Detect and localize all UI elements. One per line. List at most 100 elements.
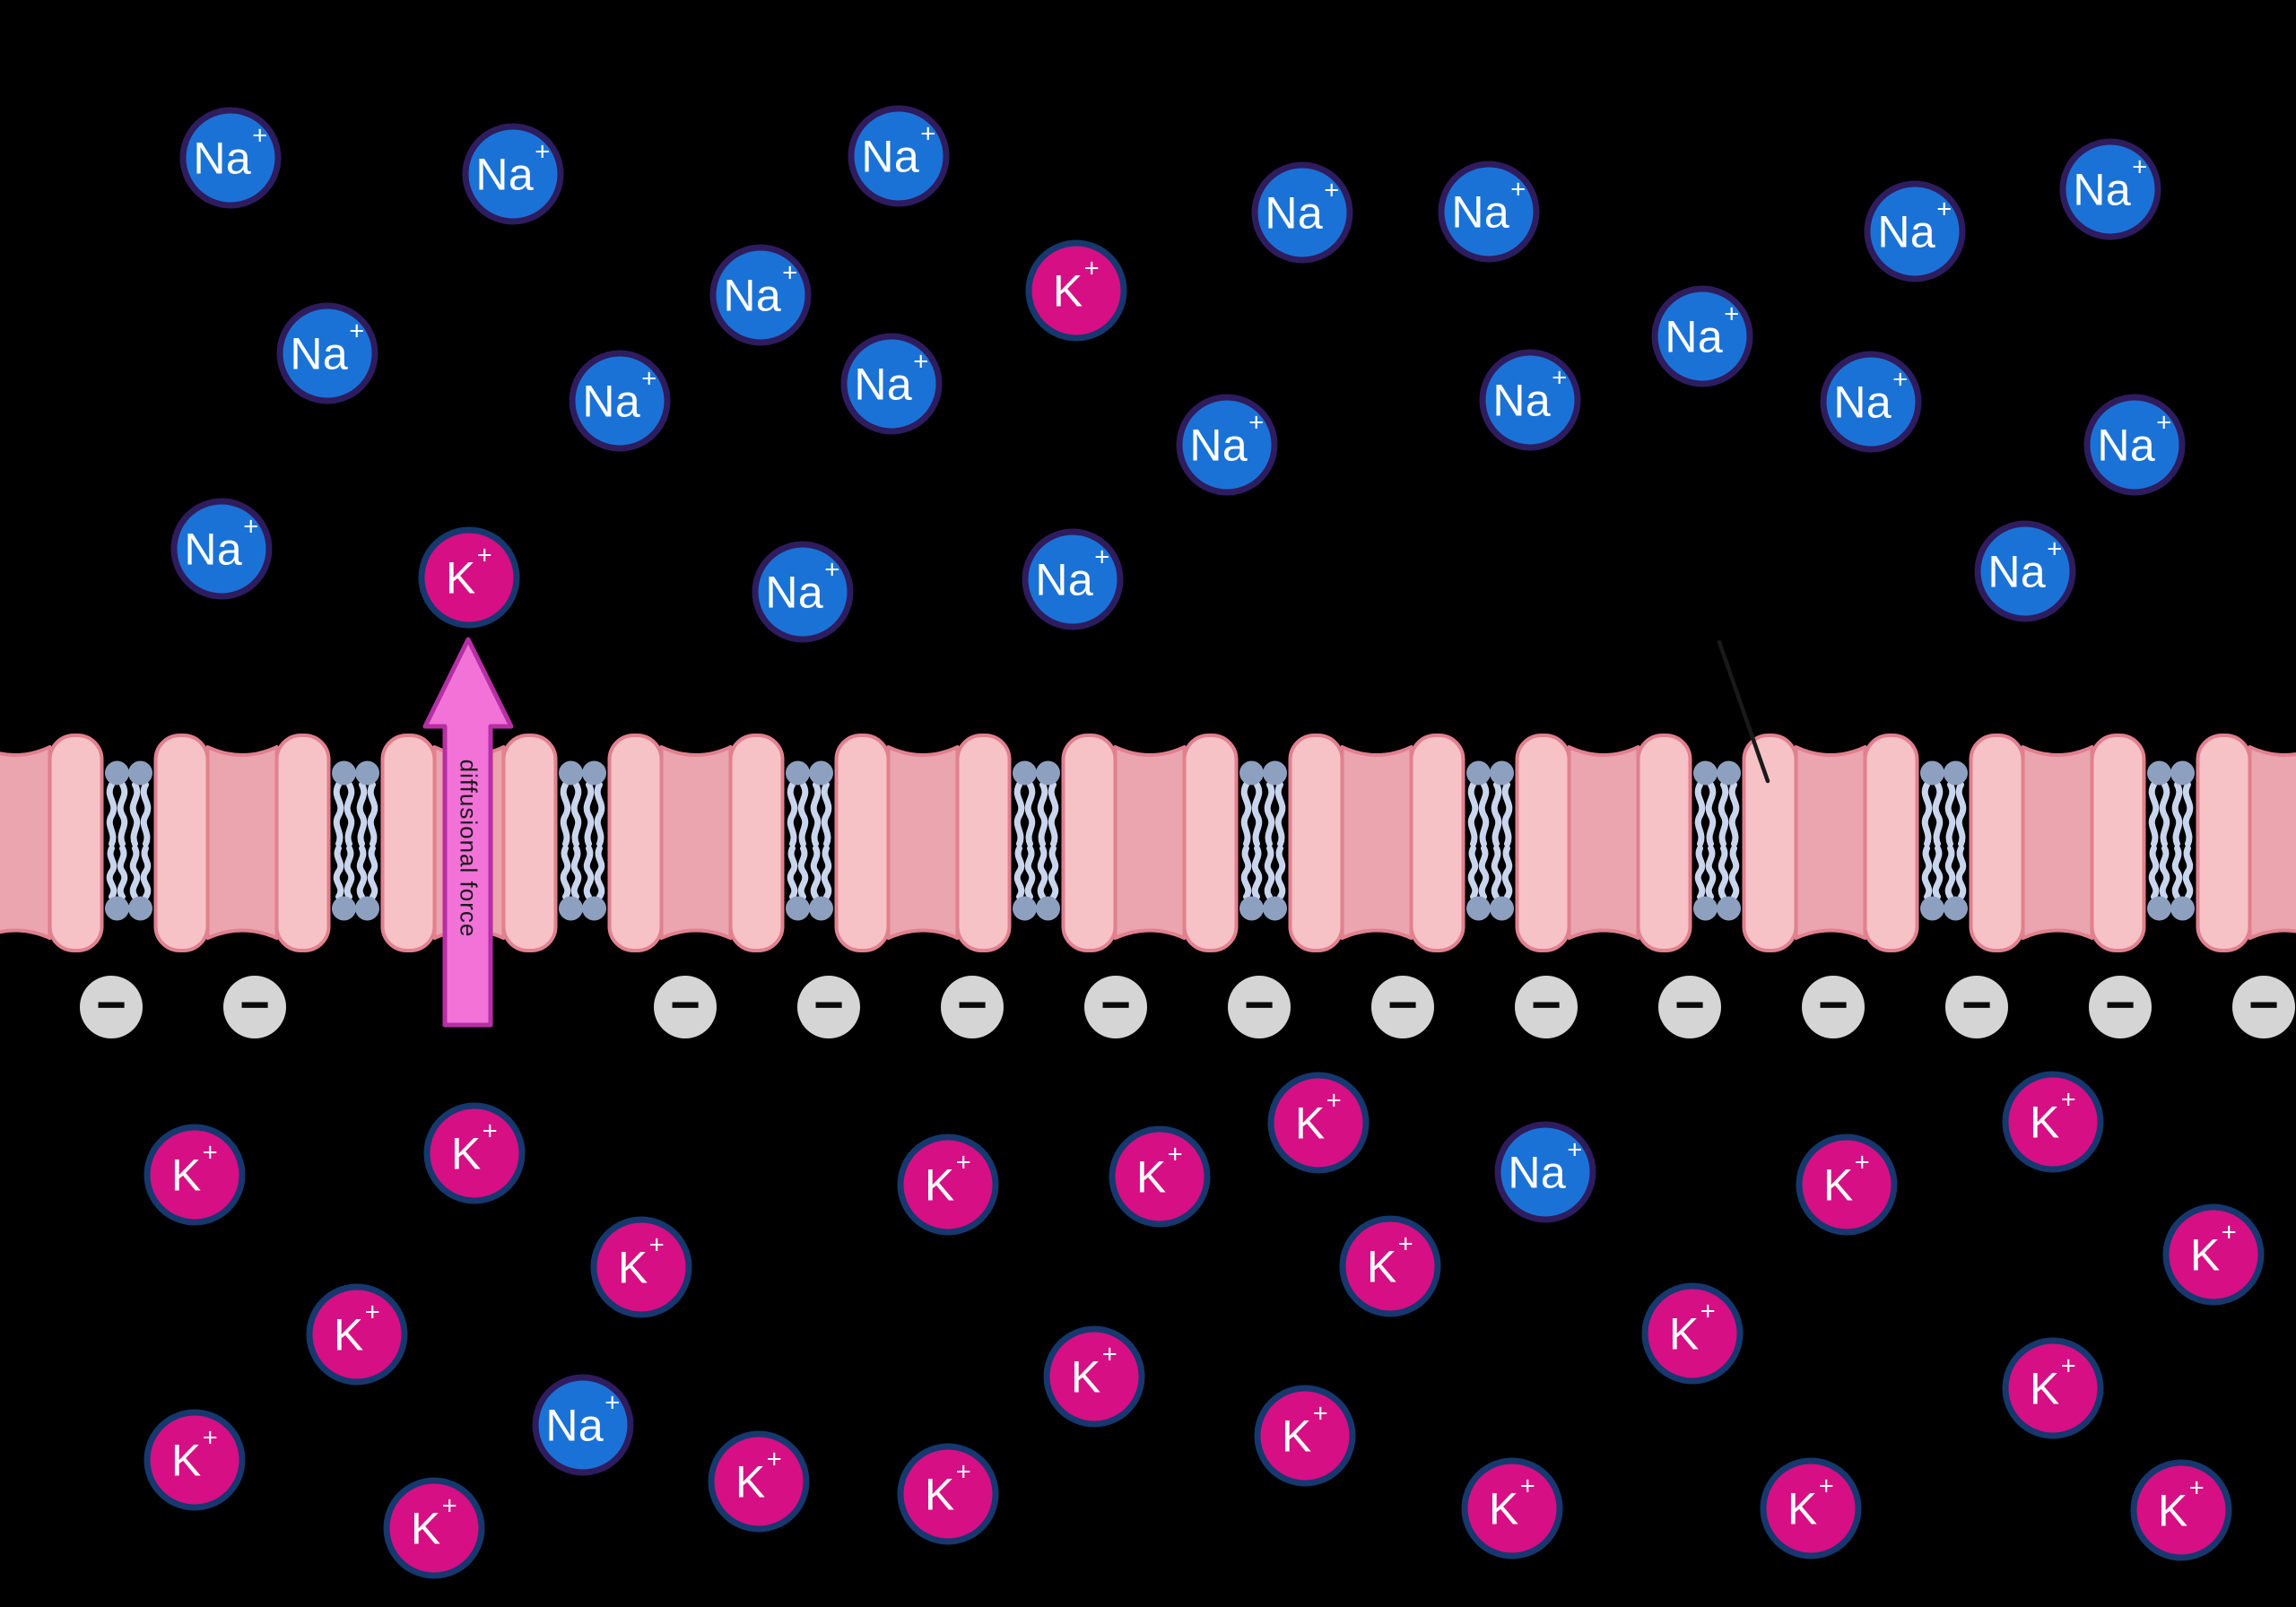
k-ion: K+	[1796, 1134, 1898, 1236]
lipid-tail	[594, 845, 605, 900]
lipid-tail	[810, 845, 822, 900]
phospholipid-head	[559, 896, 583, 921]
phospholipid-head	[1693, 896, 1718, 921]
lipid-tail	[1955, 781, 1967, 847]
channel-pore	[0, 745, 52, 940]
lipid-tail	[1705, 845, 1717, 900]
negative-charge: −	[1802, 976, 1865, 1038]
lipid-tail	[1264, 781, 1275, 847]
minus-symbol: −	[1244, 976, 1274, 1034]
lipid-tail	[106, 781, 117, 847]
k-ion: K+	[897, 1134, 999, 1236]
channel-lobe	[1742, 734, 1798, 952]
lipid-tail	[2159, 781, 2170, 847]
ion-label: Na+	[2097, 408, 2172, 470]
channel-pore	[205, 745, 279, 940]
ion-label: Na+	[1189, 408, 1265, 470]
phospholipid-head	[809, 896, 833, 921]
channel-pore	[1567, 745, 1640, 940]
phospholipid-head	[128, 896, 152, 921]
lipid-tail	[1921, 781, 1933, 847]
phospholipid-head	[1239, 896, 1264, 921]
pointer-line	[1717, 639, 1770, 784]
lipid-tail	[1240, 845, 1252, 900]
na-ion: Na+	[1176, 394, 1278, 496]
lipid-tail	[1728, 845, 1740, 900]
lipid-tail	[797, 845, 809, 900]
ion-label: K+	[333, 1298, 381, 1359]
negative-charge: −	[80, 976, 143, 1038]
k-ion: K+	[1025, 239, 1127, 342]
lipid-tail	[797, 781, 809, 847]
phospholipid-head	[1239, 760, 1264, 786]
k-ion: K+	[1339, 1215, 1441, 1317]
lipid-tail	[140, 845, 152, 900]
lipid-tail	[344, 781, 355, 847]
negative-charge: −	[1515, 976, 1578, 1038]
lipid-tail	[117, 781, 128, 847]
lipid-tail	[1728, 781, 1740, 847]
lipid-tail	[140, 781, 152, 847]
na-ion: Na+	[2059, 138, 2161, 240]
ion-label: Na+	[290, 317, 365, 378]
minus-symbol: −	[96, 976, 126, 1034]
lipid-tail	[2148, 781, 2160, 847]
phospholipid-head	[1036, 896, 1060, 921]
ion-label: K+	[735, 1445, 783, 1507]
ion-label: Na+	[861, 119, 936, 181]
lipid-tail	[1921, 845, 1933, 900]
protein-channel	[607, 734, 785, 952]
channel-lobe	[1182, 734, 1239, 952]
ion-label: K+	[170, 1138, 219, 1200]
k-ion: K+	[1267, 1072, 1370, 1174]
minus-symbol: −	[670, 976, 700, 1034]
phospholipid-head	[355, 760, 379, 786]
negative-charge: −	[2232, 976, 2295, 1038]
minus-symbol: −	[1387, 976, 1418, 1034]
minus-symbol: −	[1531, 976, 1561, 1034]
ion-label: K+	[2189, 1218, 2238, 1280]
ion-label: K+	[1281, 1399, 1329, 1461]
minus-symbol: −	[239, 976, 270, 1034]
phospholipid-head	[582, 760, 606, 786]
lipid-tail	[594, 781, 605, 847]
minus-symbol: −	[1961, 976, 1992, 1034]
channel-pore	[1113, 745, 1187, 940]
lipid-tail	[1478, 845, 1490, 900]
lipid-tail	[1501, 845, 1513, 900]
k-ion: K+	[2130, 1459, 2232, 1561]
lipid-tail	[1705, 781, 1717, 847]
na-ion: Na+	[532, 1374, 634, 1476]
lipid-tail	[821, 781, 832, 847]
channel-lobe	[1288, 734, 1344, 952]
lipid-tail	[1491, 781, 1502, 847]
channel-lobe	[607, 734, 664, 952]
na-ion: Na+	[709, 244, 812, 346]
channel-lobe	[1969, 734, 2025, 952]
ion-label: K+	[2029, 1351, 2077, 1413]
lipid-tail	[1478, 781, 1490, 847]
lipid-tail	[1013, 781, 1025, 847]
k-ion: K+	[144, 1124, 246, 1226]
na-ion: Na+	[1251, 161, 1353, 264]
na-ion: Na+	[276, 302, 378, 404]
channel-pore	[659, 745, 733, 940]
lipid-tail	[1024, 845, 1036, 900]
lipid-tail	[1932, 845, 1944, 900]
negative-charge: −	[1371, 976, 1434, 1038]
lipid-tail	[1491, 845, 1502, 900]
phospholipid-head	[559, 760, 583, 786]
k-ion: K+	[1109, 1125, 1211, 1228]
lipid-tail	[1264, 845, 1275, 900]
lipid-tail	[356, 781, 368, 847]
k-ion: K+	[383, 1477, 485, 1579]
channel-pore	[2248, 745, 2296, 940]
lipid-tail	[583, 781, 595, 847]
phospholipid-head	[1013, 896, 1037, 921]
phospholipid-head	[786, 896, 810, 921]
negative-charge: −	[223, 976, 286, 1038]
channel-lobe	[1061, 734, 1118, 952]
protein-channel	[834, 734, 1012, 952]
lipid-tail	[1694, 781, 1706, 847]
